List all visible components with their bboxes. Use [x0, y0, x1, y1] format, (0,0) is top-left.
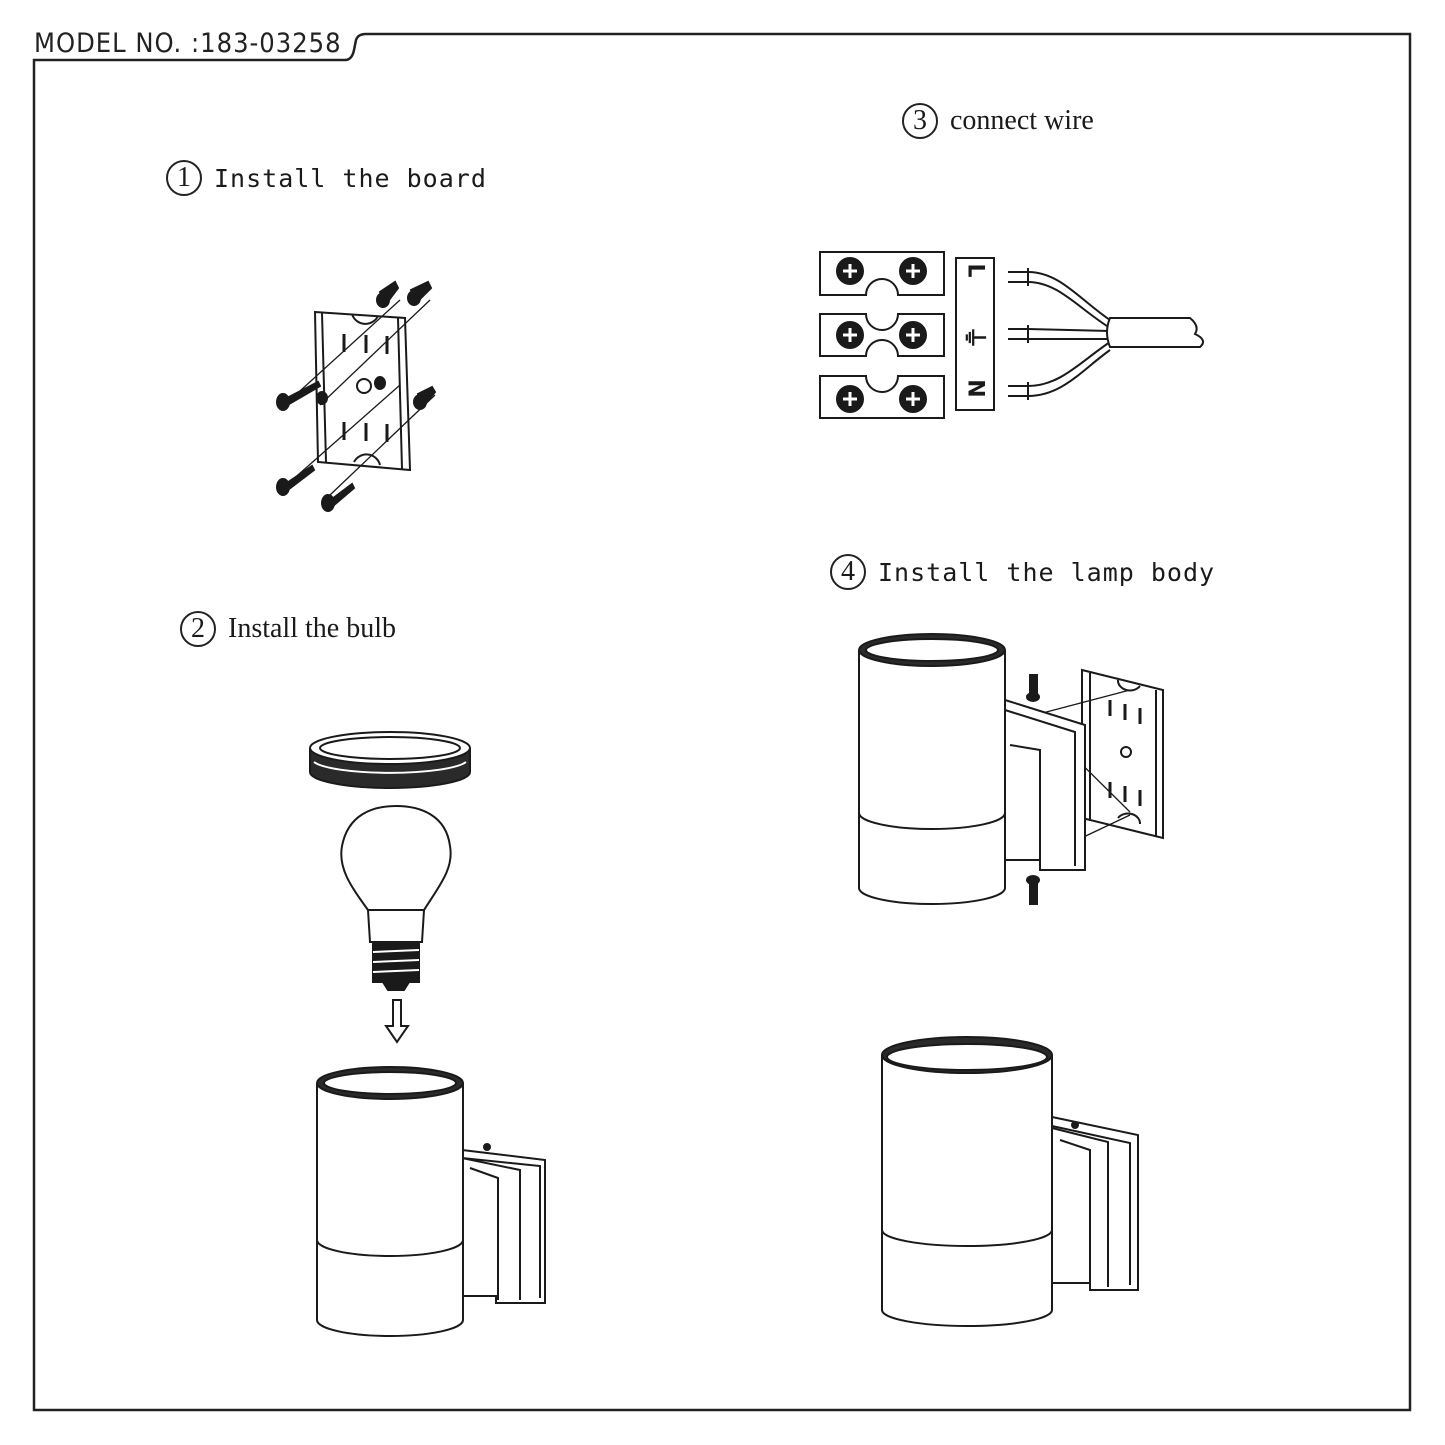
step-1-heading: 1 Install the board	[166, 160, 487, 196]
assembled-lamp-diagram	[881, 1036, 1139, 1327]
bulb-installation-diagram	[309, 731, 546, 1337]
terminal-label-neutral: N	[962, 379, 988, 398]
step-3-heading: 3 connect wire	[902, 103, 1094, 139]
step-2-number: 2	[180, 611, 216, 647]
lamp-body-open	[316, 1066, 546, 1337]
lamp-cap-ring	[309, 731, 471, 789]
mounting-board-diagram	[276, 280, 437, 512]
terminal-block-diagram	[819, 251, 1205, 419]
step-1-label: Install the board	[214, 163, 487, 193]
step-4-number: 4	[830, 554, 866, 590]
step-4-heading: 4 Install the lamp body	[830, 554, 1215, 590]
terminal-label-earth: ⏚	[960, 325, 989, 350]
step-3-label: connect wire	[950, 105, 1094, 136]
lamp-body-diagram	[858, 633, 1164, 905]
step-2-label: Install the bulb	[228, 613, 396, 644]
sheet-frame	[32, 32, 1412, 1412]
step-1-number: 1	[166, 160, 202, 196]
down-arrow-icon	[384, 999, 410, 1044]
terminal-screws	[836, 257, 927, 413]
light-bulb	[340, 804, 452, 991]
model-number: MODEL NO. :183-03258	[34, 28, 342, 59]
terminal-label-live: L	[962, 263, 988, 278]
step-2-heading: 2 Install the bulb	[180, 611, 396, 647]
step-4-label: Install the lamp body	[878, 557, 1216, 587]
step-3-number: 3	[902, 103, 938, 139]
